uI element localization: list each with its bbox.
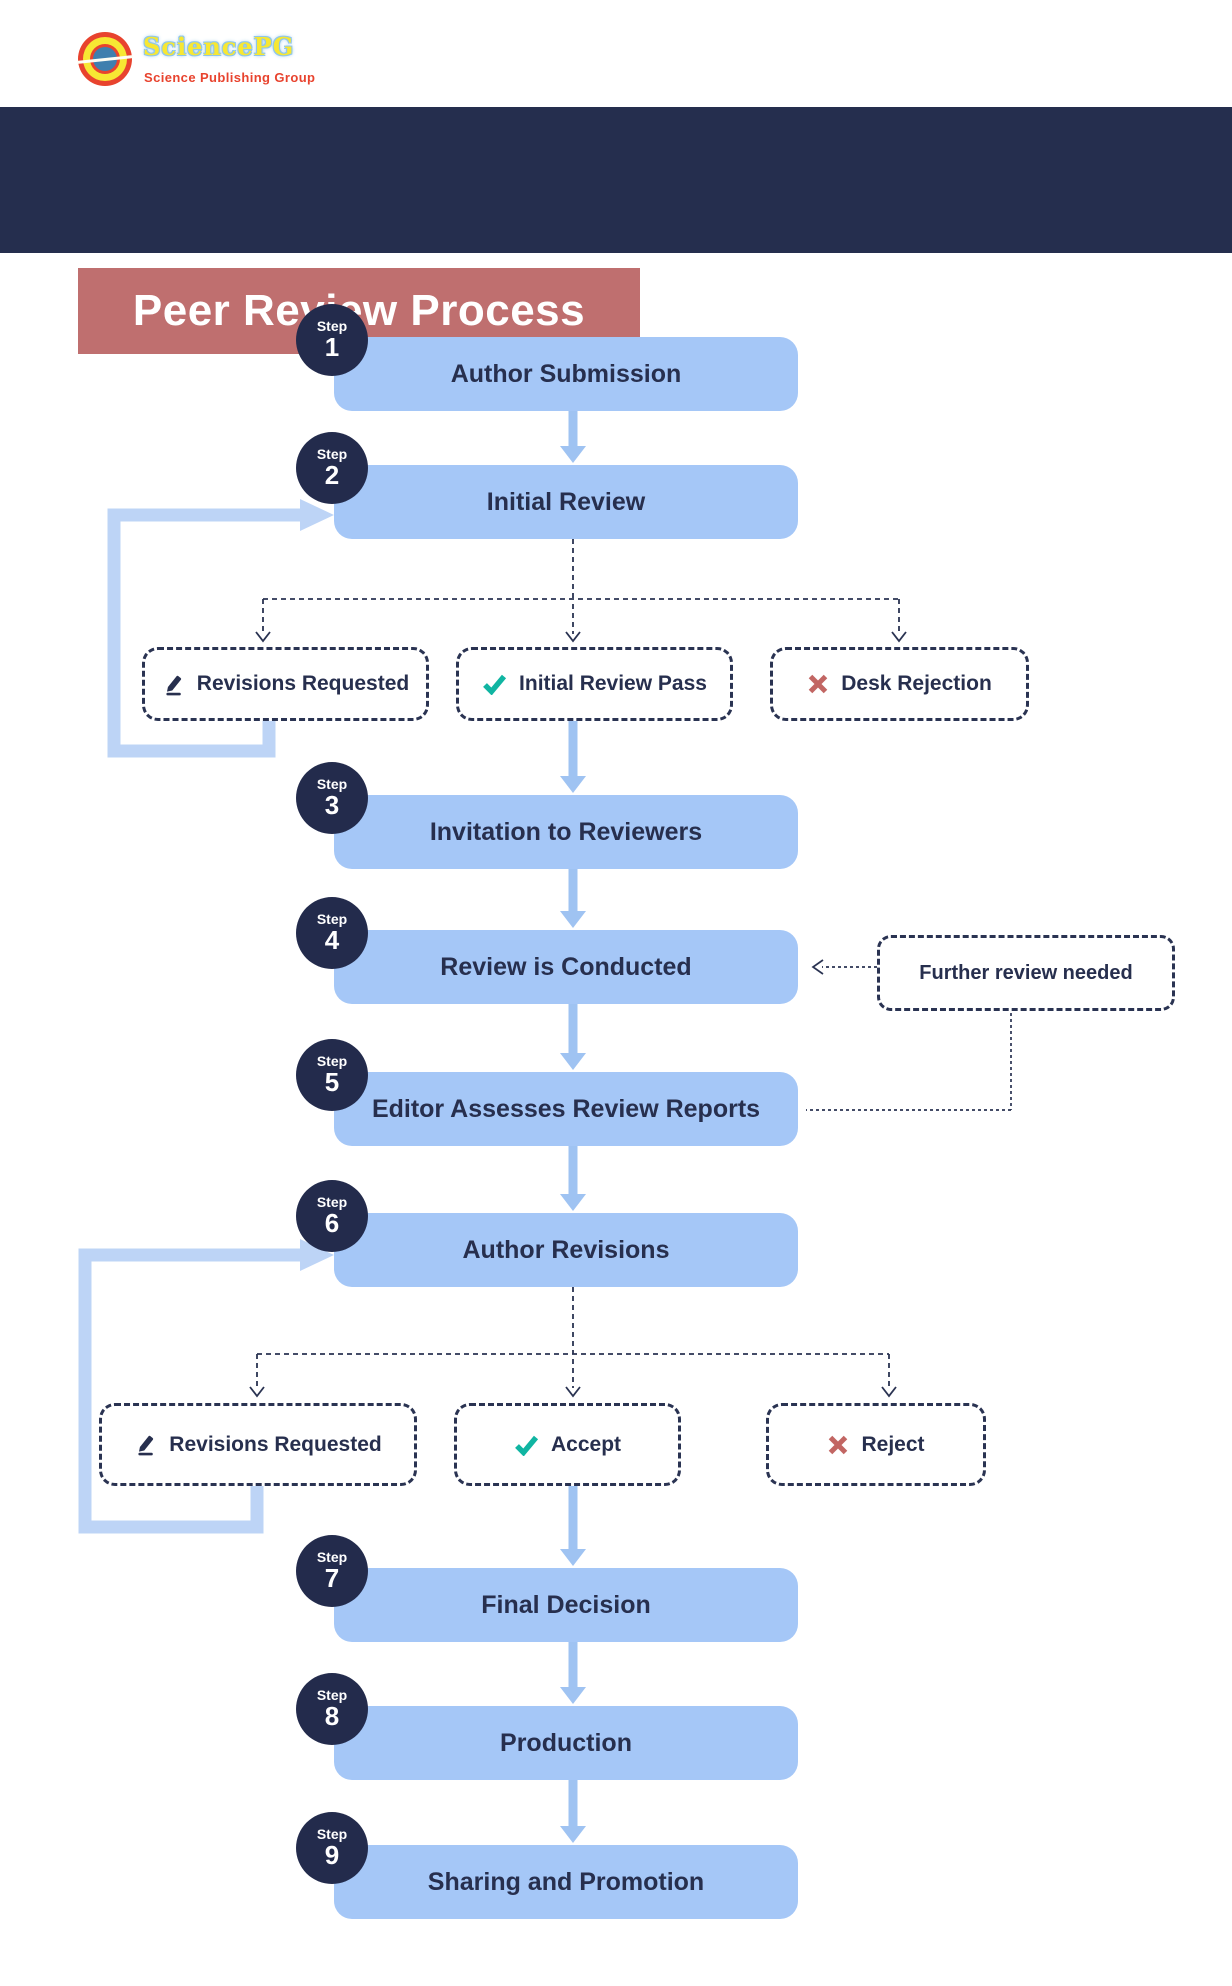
outcome-revisions-requested-1: Revisions Requested	[142, 647, 429, 721]
logo-brand-text: SciencePG	[143, 32, 295, 61]
step-title: Editor Assesses Review Reports	[371, 1094, 761, 1123]
loopback-initial-review	[107, 499, 334, 758]
step-box-production: Production	[334, 1706, 798, 1780]
split-author-revisions-dashes	[249, 1287, 897, 1398]
step-box-invitation-to-reviewers: Invitation to Reviewers	[334, 795, 798, 869]
step-box-initial-review: Initial Review	[334, 465, 798, 539]
step-box-final-decision: Final Decision	[334, 1568, 798, 1642]
further-review-connector	[806, 959, 1012, 1111]
outcome-revisions-requested-2: Revisions Requested	[99, 1403, 417, 1486]
check-icon	[514, 1434, 539, 1456]
step-title: Review is Conducted	[440, 952, 692, 981]
sciencepg-logo: SciencePG Science Publishing Group	[76, 30, 498, 94]
step-title: Initial Review	[486, 487, 646, 516]
cross-icon	[827, 1434, 849, 1456]
outcome-initial-review-pass: Initial Review Pass	[456, 647, 733, 721]
step-title: Final Decision	[481, 1590, 651, 1619]
step-title: Author Revisions	[462, 1235, 670, 1264]
main-flow-arrows	[560, 411, 586, 1843]
step-title: Sharing and Promotion	[427, 1867, 705, 1896]
step-box-author-revisions: Author Revisions	[334, 1213, 798, 1287]
outcome-reject: Reject	[766, 1403, 986, 1486]
sciencepg-logo-icon	[76, 32, 134, 86]
further-review-needed-note: Further review needed	[877, 935, 1175, 1011]
check-icon	[482, 673, 507, 695]
step-box-editor-assesses-review-reports: Editor Assesses Review Reports	[334, 1072, 798, 1146]
step-box-sharing-and-promotion: Sharing and Promotion	[334, 1845, 798, 1919]
pencil-icon	[162, 673, 185, 696]
step-box-review-is-conducted: Review is Conducted	[334, 930, 798, 1004]
step-title: Production	[500, 1728, 632, 1757]
pencil-icon	[134, 1433, 157, 1456]
cross-icon	[807, 673, 829, 695]
step-box-author-submission: Author Submission	[334, 337, 798, 411]
logo-tagline: Science Publishing Group	[144, 70, 316, 85]
split-initial-review-dashes	[255, 539, 907, 643]
step-title: Author Submission	[450, 359, 682, 388]
step-title: Invitation to Reviewers	[429, 817, 703, 846]
loopback-author-revisions	[78, 1239, 334, 1534]
outcome-desk-rejection: Desk Rejection	[770, 647, 1029, 721]
outcome-accept: Accept	[454, 1403, 681, 1486]
